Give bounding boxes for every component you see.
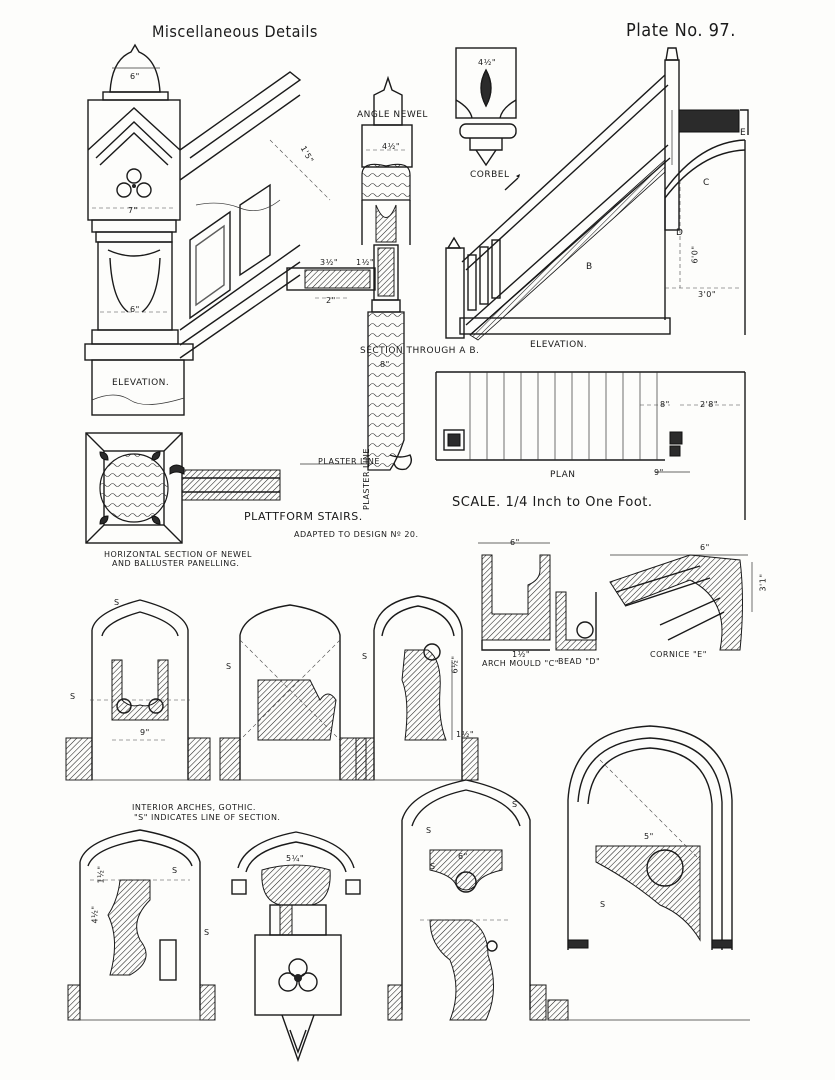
gothic-arch-4: [67, 829, 216, 1021]
stair-plan: [435, 371, 746, 520]
rail-section: [286, 267, 376, 299]
dim-4half-arch4: 4½": [90, 905, 100, 924]
plate-title: Miscellaneous Details: [152, 22, 318, 41]
dim-4half-corbel: 4½": [478, 58, 497, 67]
label-elevation-left: ELEVATION.: [112, 378, 170, 388]
angle-newel-section: [300, 75, 413, 471]
dim-6-shaft: 6": [130, 305, 140, 314]
stair-elevation: [445, 47, 749, 341]
gothic-arch-2: [219, 604, 367, 781]
label-interior-arches: INTERIOR ARCHES, GOTHIC.: [132, 803, 256, 812]
dim-9-arch: 9": [140, 728, 150, 737]
dim-6-0: 6'0": [690, 245, 700, 264]
label-scale: SCALE. 1/4 Inch to One Foot.: [452, 495, 653, 510]
dim-8-plan: 8": [660, 400, 670, 409]
dim-1half: 1½": [356, 258, 375, 267]
newel-elevation: [84, 43, 331, 416]
dim-1half-mould: 1½": [512, 650, 531, 659]
dim-3half: 3½": [320, 258, 339, 267]
dim-5: 5": [644, 832, 654, 841]
section-mark-s9: S: [430, 862, 436, 871]
dim-3-0: 3'0": [698, 290, 717, 299]
plate-number: Plate No. 97.: [626, 20, 736, 41]
dim-2: 2": [326, 296, 336, 305]
section-mark-s10: S: [600, 900, 606, 909]
label-adapted: ADAPTED TO DESIGN Nº 20.: [294, 530, 419, 539]
dim-9: 9": [654, 468, 664, 477]
dim-6-half: 6½": [450, 655, 460, 674]
dim-6-finial: 6": [130, 72, 140, 81]
dim-7: 7": [128, 206, 138, 215]
label-horizontal-section-2: AND BALLUSTER PANELLING.: [112, 559, 240, 568]
letter-d: D: [676, 228, 684, 238]
dim-3-1: 3'1": [758, 573, 768, 592]
letter-c: C: [703, 178, 710, 188]
mould-details: [478, 542, 753, 651]
gothic-arch-1: [65, 599, 211, 781]
label-horizontal-section-1: HORIZONTAL SECTION OF NEWEL: [104, 550, 252, 559]
label-angle-newel: ANGLE NEWEL: [357, 110, 428, 120]
dim-6-cornice: 6": [700, 543, 710, 552]
newel-horizontal-section: [85, 432, 281, 544]
dim-5quarter: 5¼": [286, 854, 305, 863]
dim-6-arch-mould: 6": [510, 538, 520, 547]
section-mark-s2: S: [70, 692, 76, 701]
section-mark-s5: S: [512, 800, 518, 809]
dim-2-8: 2'8": [700, 400, 719, 409]
dim-8: 8": [380, 360, 390, 369]
label-plaster-line-v: PLASTER LINE: [362, 448, 371, 510]
dim-1half-arch4: 1½": [96, 865, 106, 884]
gothic-arch-7: [547, 725, 750, 1021]
gothic-arch-6: [387, 779, 547, 1021]
gothic-arch-5: [231, 831, 361, 1063]
label-section: SECTION THROUGH A B.: [360, 346, 480, 356]
section-mark-s8: S: [204, 928, 210, 937]
section-mark-s6: S: [426, 826, 432, 835]
label-bead: BEAD "D": [558, 657, 601, 666]
section-mark-s4: S: [362, 652, 368, 661]
section-mark-s7: S: [172, 866, 178, 875]
label-plaster-line-h: PLASTER LINE: [318, 457, 380, 466]
label-corbel: CORBEL: [470, 170, 510, 180]
corbel: [455, 47, 517, 167]
label-plan: PLAN: [550, 470, 576, 480]
label-elevation-right: ELEVATION.: [530, 340, 588, 350]
gothic-arch-3: [355, 595, 479, 781]
dim-1half-arch: 1½": [456, 730, 475, 739]
label-cornice: CORNICE "E": [650, 650, 707, 659]
letter-b: B: [586, 262, 593, 272]
dim-4half-newel: 4½": [382, 142, 401, 151]
section-mark-s3: S: [226, 662, 232, 671]
section-mark-s1: S: [114, 598, 120, 607]
label-platform-stairs: PLATTFORM STAIRS.: [244, 510, 363, 523]
label-s-indicates: "S" INDICATES LINE OF SECTION.: [134, 813, 281, 822]
letter-e: E: [740, 128, 747, 138]
dim-6-arch6: 6": [458, 852, 468, 861]
label-arch-mould: ARCH MOULD "C": [482, 659, 559, 668]
